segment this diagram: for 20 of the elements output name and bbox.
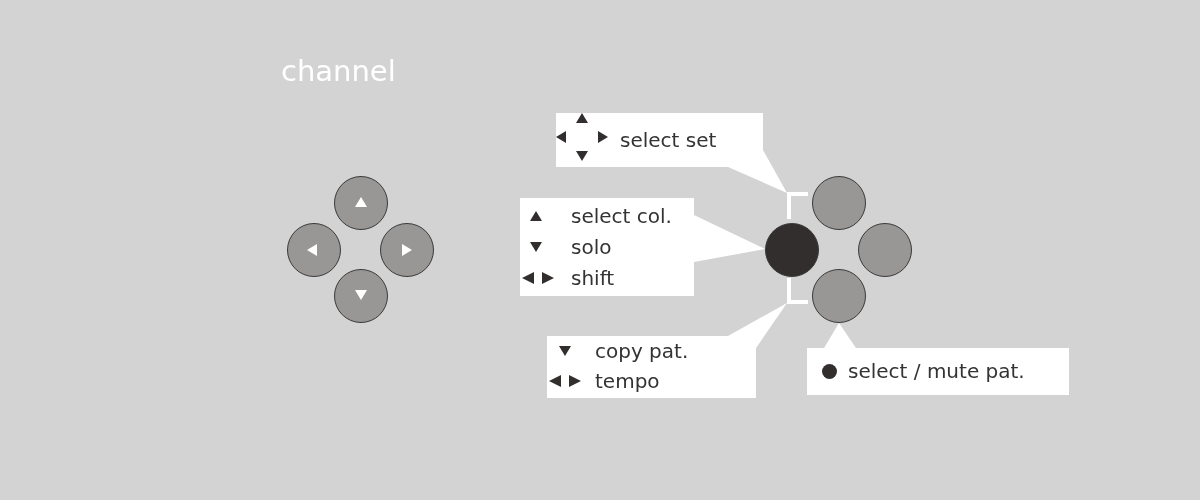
round-button: [812, 269, 866, 323]
round-button: [334, 269, 388, 323]
callout-text: shift: [571, 266, 615, 290]
callout-text: select col.: [571, 204, 672, 228]
callout-box: [520, 198, 694, 296]
callout-text: select set: [620, 128, 717, 152]
callout-pointer: [824, 323, 856, 348]
round-button: [287, 223, 341, 277]
bracket: [786, 192, 810, 304]
round-button: [380, 223, 434, 277]
round-button: [812, 176, 866, 230]
callout-text: select / mute pat.: [848, 359, 1025, 383]
round-button: [858, 223, 912, 277]
callout-text: copy pat.: [595, 339, 689, 363]
pressed-button: [765, 223, 819, 277]
round-button: [334, 176, 388, 230]
callout-text: tempo: [595, 369, 660, 393]
callout-text: solo: [571, 235, 612, 259]
callout-box: [547, 336, 756, 398]
callout-pointer: [694, 215, 765, 262]
